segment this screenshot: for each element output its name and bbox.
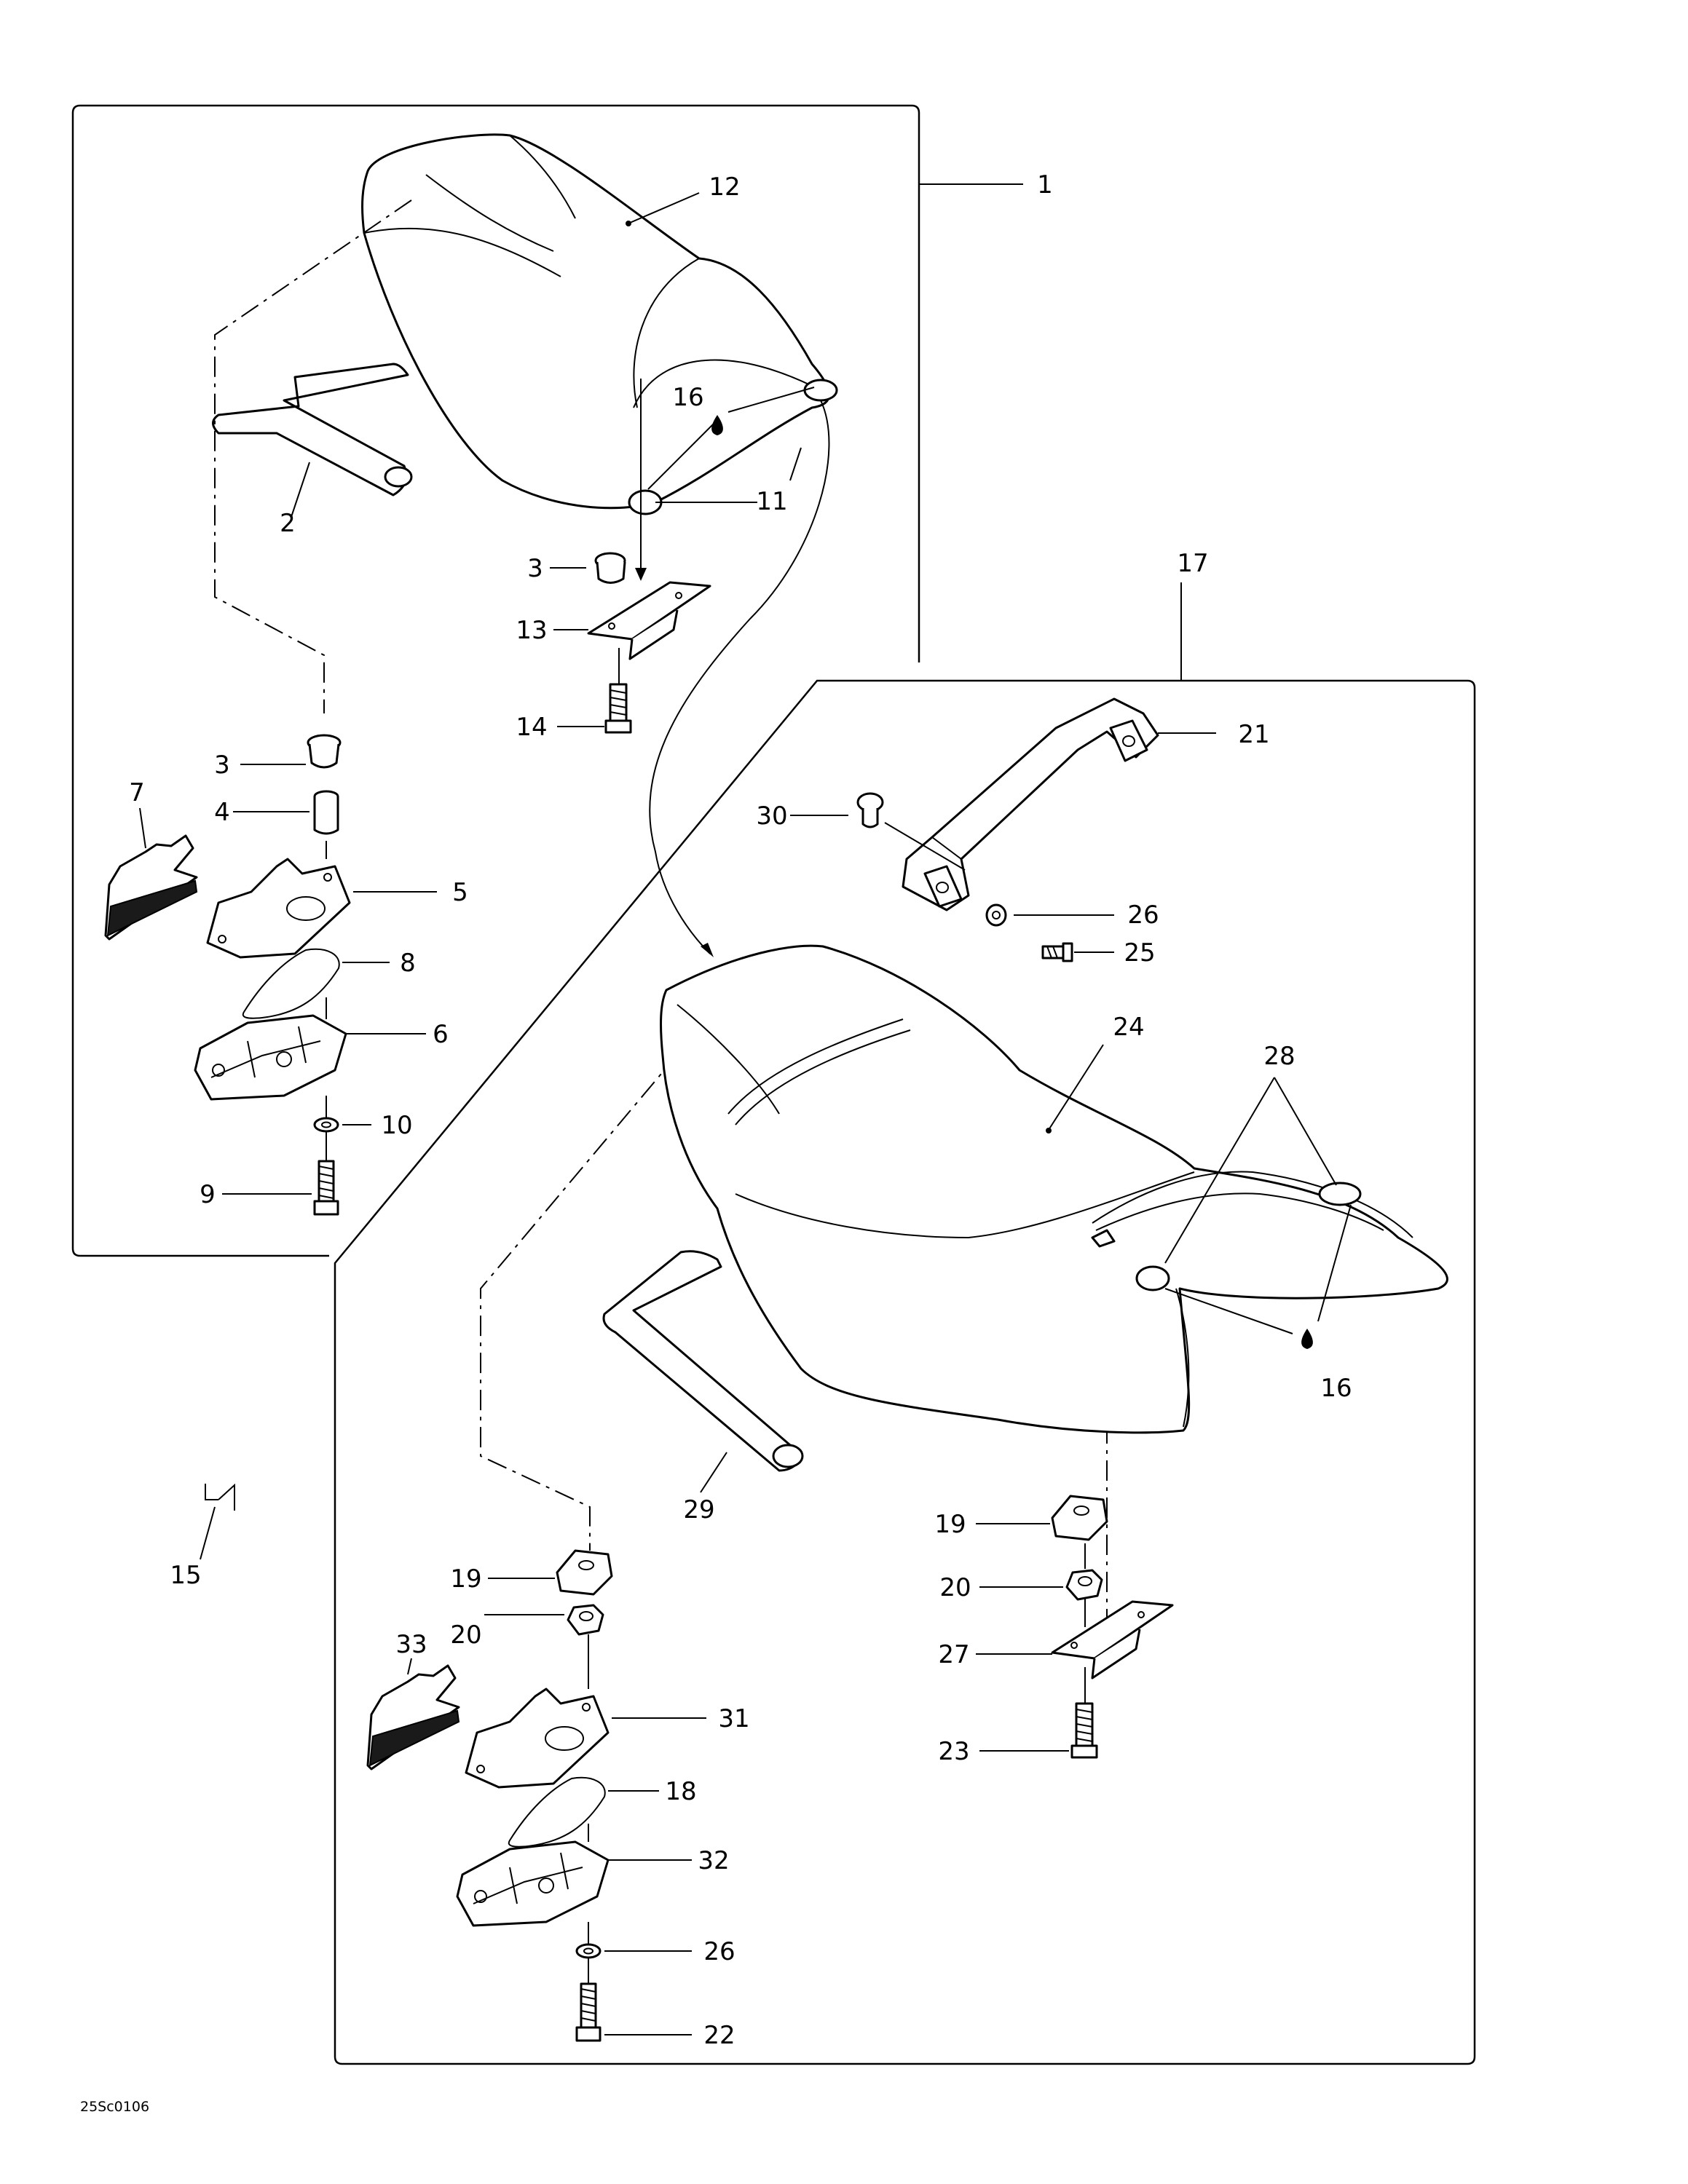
callout-12: 12 xyxy=(709,173,740,202)
assembly-17-frame xyxy=(334,679,1476,2065)
callout-26: 26 xyxy=(1127,901,1159,930)
adhesive-drop-icon xyxy=(1301,1329,1313,1349)
rear-latch-base-plate xyxy=(465,1688,610,1789)
callout-4: 4 xyxy=(214,798,230,827)
assembly-1-frame xyxy=(71,104,920,1257)
rear-bracket-screw xyxy=(1070,1702,1098,1759)
latch-housing xyxy=(194,1014,347,1101)
callout-29: 29 xyxy=(683,1495,714,1524)
rear-seat-handle-bar xyxy=(602,1250,804,1472)
callout-27: 27 xyxy=(938,1640,969,1669)
callout-2: 2 xyxy=(280,509,296,538)
callout-15: 15 xyxy=(170,1561,201,1590)
rear-handle-washer xyxy=(985,903,1007,927)
callout-24: 24 xyxy=(1113,1013,1144,1042)
callout-21: 21 xyxy=(1238,720,1269,749)
callout-20: 20 xyxy=(939,1573,971,1602)
rear-latch-spring xyxy=(508,1776,606,1848)
square-nut xyxy=(556,1549,613,1596)
front-bracket-screw xyxy=(604,683,632,734)
front-seat-latch-bracket xyxy=(587,581,711,660)
latch-spring xyxy=(242,948,340,1019)
rear-latch-lever xyxy=(366,1664,460,1770)
rear-seat-latch-bracket xyxy=(1051,1600,1174,1679)
handle-grommet xyxy=(856,792,884,828)
rear-latch-screw xyxy=(575,1982,602,2042)
note-symbol xyxy=(205,1483,235,1511)
callout-23: 23 xyxy=(938,1737,969,1766)
callout-19: 19 xyxy=(450,1564,481,1594)
callout-22: 22 xyxy=(703,2021,735,2050)
seat-bumper-lower xyxy=(307,734,342,769)
rear-square-nut xyxy=(1051,1495,1108,1541)
callout-16: 16 xyxy=(672,383,703,412)
latch-lever xyxy=(104,834,198,941)
front-seat-cover xyxy=(361,133,838,515)
callout-9: 9 xyxy=(200,1180,216,1209)
front-seat-handle-bar xyxy=(212,363,413,496)
rear-latch-housing xyxy=(456,1840,610,1927)
callout-3: 3 xyxy=(214,751,230,780)
callout-8: 8 xyxy=(400,949,416,978)
callout-7: 7 xyxy=(129,778,145,807)
callout-11: 11 xyxy=(756,487,787,516)
rear-grab-handle xyxy=(902,697,1159,911)
callout-26: 26 xyxy=(703,1937,735,1966)
adhesive-drop-icon xyxy=(711,415,723,435)
callout-5: 5 xyxy=(452,878,468,907)
callout-3: 3 xyxy=(527,554,543,583)
callout-6: 6 xyxy=(433,1020,449,1049)
rubber-bumper xyxy=(594,552,626,584)
callout-33: 33 xyxy=(395,1630,427,1659)
callout-13: 13 xyxy=(516,616,547,645)
callout-14: 14 xyxy=(516,713,547,742)
callout-18: 18 xyxy=(665,1777,696,1806)
rear-latch-washer xyxy=(575,1943,602,1959)
rear-handle-screw xyxy=(1041,942,1073,962)
figure-code: 25Sc0106 xyxy=(80,2099,149,2115)
spacer-sleeve xyxy=(313,790,339,835)
hex-nut xyxy=(567,1604,604,1636)
callout-20: 20 xyxy=(450,1621,481,1650)
latch-base-plate xyxy=(206,858,351,959)
rear-hex-nut xyxy=(1065,1569,1103,1601)
rear-seat-cover xyxy=(660,944,1448,1434)
callout-19: 19 xyxy=(934,1510,966,1539)
callout-30: 30 xyxy=(756,802,787,831)
flat-washer xyxy=(313,1117,339,1133)
callout-25: 25 xyxy=(1124,938,1155,968)
callout-32: 32 xyxy=(698,1846,729,1875)
callout-31: 31 xyxy=(718,1704,749,1733)
callout-1: 1 xyxy=(1037,170,1053,199)
callout-10: 10 xyxy=(381,1111,412,1140)
callout-16: 16 xyxy=(1320,1374,1352,1403)
callout-28: 28 xyxy=(1263,1042,1295,1071)
callout-17: 17 xyxy=(1177,549,1208,578)
latch-screw xyxy=(313,1160,339,1216)
